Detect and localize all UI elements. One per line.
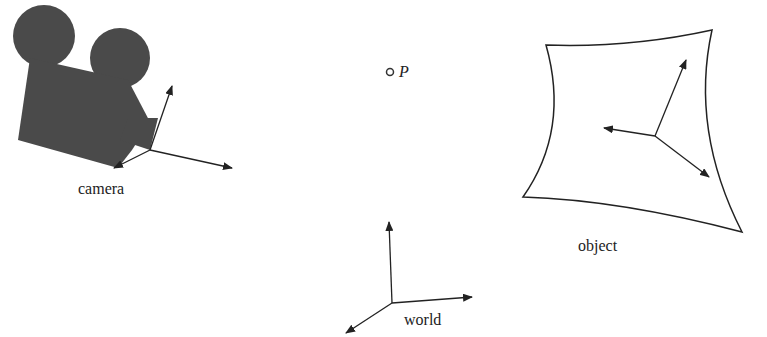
object-label: object [578,238,617,254]
point-dot [387,69,394,76]
camera-axes [114,86,232,168]
object-axes [604,60,709,177]
world-axes [346,222,472,333]
point-label: P [399,64,409,80]
camera-label: camera [78,181,124,197]
object-surface [523,30,742,232]
camera-icon [13,5,158,168]
world-label: world [404,312,441,328]
